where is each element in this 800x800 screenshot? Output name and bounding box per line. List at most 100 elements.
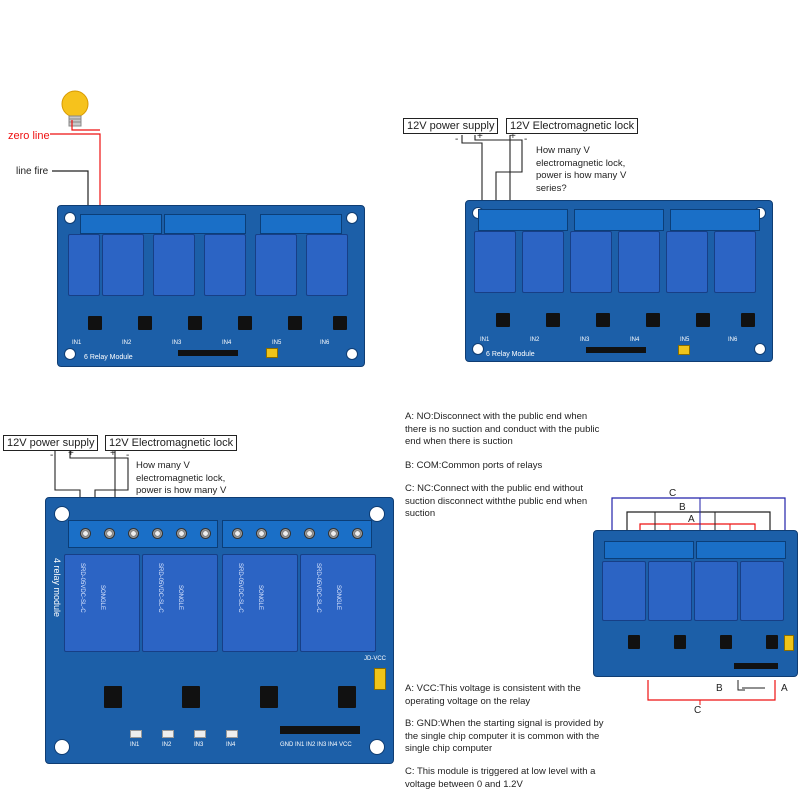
input-label: IN2 — [530, 337, 540, 343]
relay — [474, 231, 516, 293]
led — [162, 730, 174, 738]
mount-hole — [54, 506, 70, 522]
optocoupler — [138, 316, 152, 330]
optocoupler — [766, 635, 778, 649]
relay: SRD-05VDC-SL-C SONGLE — [300, 554, 376, 652]
plus-sign: + — [510, 131, 516, 142]
mount-hole — [64, 348, 76, 360]
terminal-block — [164, 214, 246, 234]
mount-hole — [346, 348, 358, 360]
minus-sign: - — [455, 134, 459, 145]
relay — [255, 234, 297, 296]
label-b-top: B — [679, 502, 686, 513]
optocoupler — [596, 313, 610, 327]
terminal-block — [68, 520, 218, 548]
module-text: 6 Relay Module — [486, 351, 535, 358]
jumper — [266, 348, 278, 358]
relay — [740, 561, 784, 621]
four-relay-board: SRD-05VDC-SL-C SONGLE SRD-05VDC-SL-C SON… — [45, 497, 394, 764]
relay: SRD-05VDC-SL-C SONGLE — [142, 554, 218, 652]
terminal-block — [80, 214, 162, 234]
terminal-block — [574, 209, 664, 231]
optocoupler — [333, 316, 347, 330]
power-supply-box: 12V power supply — [403, 118, 499, 134]
screw-icon — [304, 528, 315, 539]
input-label: IN3 — [194, 742, 204, 748]
note-b-com: B: COM:Common ports of relays — [405, 460, 543, 471]
jd-vcc-label: JD-VCC — [364, 656, 386, 662]
relay — [694, 561, 738, 621]
header-label: GND IN1 IN2 IN3 IN4 VCC — [280, 742, 352, 748]
jumper — [374, 668, 386, 690]
input-label: IN2 — [162, 742, 172, 748]
input-label: IN4 — [222, 340, 232, 346]
pin-header — [280, 726, 360, 734]
relay — [306, 234, 348, 296]
screw-icon — [280, 528, 291, 539]
optocoupler — [628, 635, 640, 649]
note-c-trigger: C: This module is triggered at low level… — [405, 766, 596, 790]
screw-icon — [352, 528, 363, 539]
mount-hole — [346, 212, 358, 224]
optocoupler — [260, 686, 278, 708]
zero-line-label: zero line — [8, 130, 50, 142]
terminal-block — [222, 520, 372, 548]
plus-sign: + — [110, 448, 116, 459]
jumper — [678, 345, 690, 355]
input-label: IN6 — [728, 337, 738, 343]
four-relay-board-small — [593, 530, 798, 677]
optocoupler — [696, 313, 710, 327]
optocoupler — [720, 635, 732, 649]
relay — [570, 231, 612, 293]
input-label: IN5 — [272, 340, 282, 346]
screw-icon — [80, 528, 91, 539]
optocoupler — [674, 635, 686, 649]
mount-hole — [472, 343, 484, 355]
input-label: IN4 — [630, 337, 640, 343]
input-label: IN5 — [680, 337, 690, 343]
terminal-block — [670, 209, 760, 231]
terminal-block — [604, 541, 694, 559]
input-label: IN4 — [226, 742, 236, 748]
bulb-icon — [58, 88, 92, 134]
note-b-gnd: B: GND:When the starting signal is provi… — [405, 718, 604, 754]
pin-header — [586, 347, 646, 353]
screw-icon — [328, 528, 339, 539]
module-text: 4 relay module — [52, 558, 62, 618]
relay — [68, 234, 100, 296]
mount-hole — [54, 739, 70, 755]
terminal-block — [478, 209, 568, 231]
optocoupler — [182, 686, 200, 708]
optocoupler — [188, 316, 202, 330]
input-label: IN3 — [172, 340, 182, 346]
relay — [522, 231, 564, 293]
screw-icon — [200, 528, 211, 539]
label-a-top: A — [688, 514, 695, 525]
six-relay-board-right: IN1 IN2 IN3 IN4 IN5 IN6 6 Relay Module — [465, 200, 773, 362]
minus-sign: - — [126, 450, 130, 461]
relay: SRD-05VDC-SL-C SONGLE — [64, 554, 140, 652]
terminal-block — [260, 214, 342, 234]
question-text: How many V electromagnetic lock, power i… — [536, 145, 627, 194]
relay — [153, 234, 195, 296]
pin-header — [734, 663, 778, 669]
optocoupler — [646, 313, 660, 327]
screw-icon — [176, 528, 187, 539]
input-label: IN1 — [130, 742, 140, 748]
input-label: IN3 — [580, 337, 590, 343]
mount-hole — [64, 212, 76, 224]
optocoupler — [88, 316, 102, 330]
screw-icon — [152, 528, 163, 539]
optocoupler — [496, 313, 510, 327]
input-label: IN6 — [320, 340, 330, 346]
optocoupler — [338, 686, 356, 708]
terminal-block — [696, 541, 786, 559]
plus-sign: + — [477, 131, 483, 142]
minus-sign: - — [524, 134, 528, 145]
relay — [618, 231, 660, 293]
relay: SRD-05VDC-SL-C SONGLE — [222, 554, 298, 652]
optocoupler — [104, 686, 122, 708]
label-b-bottom: B — [716, 683, 723, 694]
optocoupler — [741, 313, 755, 327]
led — [194, 730, 206, 738]
